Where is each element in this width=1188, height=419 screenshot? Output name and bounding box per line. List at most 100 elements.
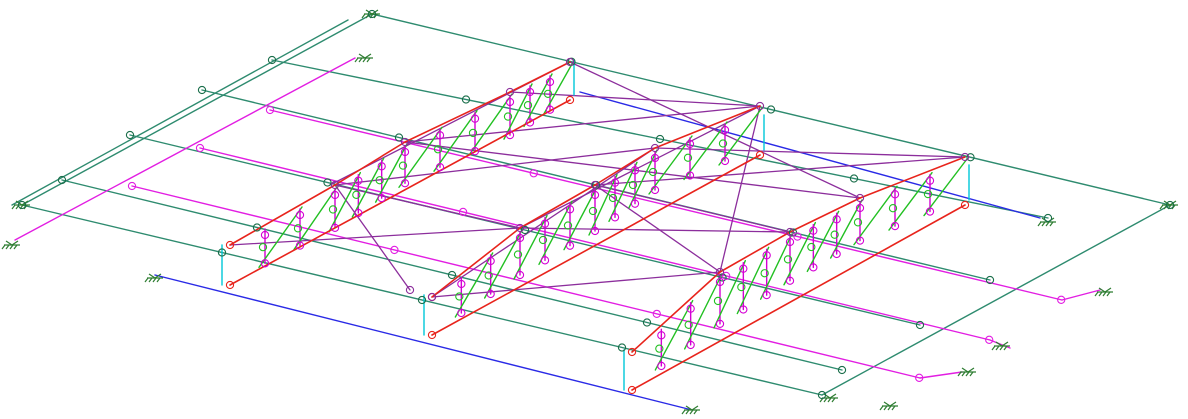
node-marker	[715, 277, 725, 287]
node-marker	[650, 185, 660, 195]
node-marker	[720, 156, 730, 166]
fixed-support	[144, 273, 163, 283]
node-marker	[127, 181, 137, 191]
node-marker	[809, 263, 818, 272]
node-marker	[505, 97, 515, 107]
node-marker	[923, 189, 933, 199]
node-marker	[760, 269, 769, 278]
node-marker	[525, 87, 535, 97]
node-marker	[685, 139, 695, 149]
node-marker	[657, 331, 666, 340]
node-marker	[652, 309, 661, 319]
node-marker	[817, 390, 827, 400]
node-marker	[960, 200, 970, 210]
node-marker	[515, 223, 525, 233]
bracing-member	[404, 105, 761, 143]
node-marker	[225, 240, 235, 250]
grid-beam	[21, 204, 823, 396]
node-marker	[125, 130, 135, 140]
node-marker	[915, 320, 925, 330]
node-marker	[457, 279, 466, 289]
node-marker	[915, 373, 924, 382]
fixed-support	[1, 240, 20, 250]
node-marker	[849, 174, 859, 183]
node-marker	[783, 255, 793, 264]
truss-top-chord	[509, 61, 571, 93]
node-marker	[617, 343, 627, 352]
grid-edge-beam	[21, 13, 373, 206]
fixed-support	[1159, 200, 1178, 210]
node-marker	[655, 344, 664, 353]
node-marker	[525, 118, 535, 127]
node-marker	[265, 105, 275, 115]
node-marker	[195, 143, 205, 153]
supports-layer	[1, 9, 1178, 415]
node-marker	[505, 87, 515, 97]
truss-diagonal	[713, 259, 747, 329]
node-marker	[565, 205, 575, 214]
node-marker	[543, 89, 553, 99]
node-marker	[685, 171, 695, 180]
truss-diagonal	[523, 73, 553, 128]
node-marker	[267, 55, 277, 65]
support-hatch	[879, 401, 898, 411]
truss-diagonal	[718, 107, 763, 166]
node-marker	[966, 153, 975, 162]
node-marker	[683, 153, 693, 162]
support-hatch	[1159, 200, 1178, 210]
secondary-edge-beam	[14, 57, 356, 241]
bracing-layer	[229, 61, 966, 298]
node-marker	[713, 296, 723, 306]
node-marker	[390, 245, 399, 255]
node-marker	[563, 221, 573, 230]
node-marker	[610, 213, 620, 222]
edge-beam	[154, 274, 693, 411]
truss-diagonal	[923, 158, 968, 217]
node-marker	[925, 176, 935, 185]
truss-top-chord	[431, 227, 521, 298]
node-marker	[888, 204, 898, 213]
node-marker	[590, 226, 600, 236]
truss-diagonal	[759, 233, 793, 300]
node-marker	[217, 248, 227, 257]
truss-top-chord	[654, 105, 761, 149]
node-marker	[853, 218, 863, 227]
truss-diagonal	[468, 93, 513, 156]
node-marker	[855, 236, 865, 245]
node-marker	[461, 95, 471, 104]
truss-diagonal	[736, 246, 770, 315]
node-marker	[295, 241, 305, 250]
truss-diagonal	[648, 135, 693, 195]
truss-diagonal	[351, 157, 385, 218]
node-marker	[529, 169, 538, 178]
node-marker	[470, 114, 480, 123]
node-marker	[985, 335, 994, 344]
node-marker	[433, 145, 443, 154]
truss-top-chord	[719, 231, 791, 273]
grid-beam	[129, 134, 921, 326]
edge-beams-layer	[154, 91, 1041, 411]
node-marker	[755, 101, 765, 111]
support-hatch	[361, 9, 380, 19]
fixed-support	[957, 367, 976, 377]
secondary-beam	[131, 185, 921, 379]
truss-top-chord	[789, 197, 861, 233]
node-marker	[484, 271, 493, 280]
node-marker	[1165, 200, 1175, 210]
bracing-member	[431, 271, 721, 298]
node-marker	[739, 264, 748, 273]
node-marker	[565, 95, 575, 105]
node-marker	[684, 320, 693, 329]
truss-diagonal	[398, 126, 443, 188]
node-marker	[793, 232, 802, 241]
node-marker	[400, 147, 410, 157]
node-marker	[588, 206, 598, 216]
node-marker	[755, 150, 765, 160]
truss-top-chord	[519, 184, 596, 229]
grid-beam	[271, 59, 1049, 219]
node-marker	[17, 200, 27, 210]
node-marker	[610, 178, 620, 187]
truss-diagonal	[454, 252, 494, 318]
